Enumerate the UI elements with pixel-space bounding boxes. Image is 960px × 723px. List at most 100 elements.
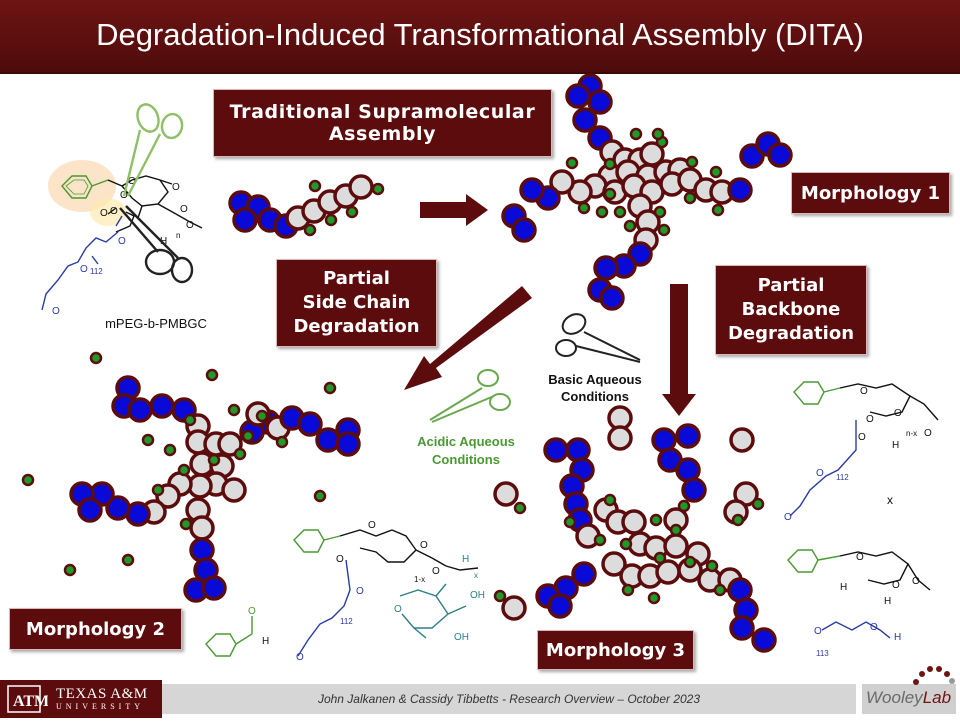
svg-text:H: H [462,554,469,565]
svg-text:H: H [262,636,269,647]
university-name: TEXAS A&M [56,686,148,702]
green-bead [595,205,609,219]
svg-text:H: H [892,440,899,451]
svg-text:O: O [180,204,188,215]
svg-text:O: O [894,408,902,419]
green-bead [371,182,385,196]
blue-bead [189,537,215,563]
svg-text:n-x: n-x [906,429,917,438]
green-bead [619,537,633,551]
green-bead [563,515,577,529]
blue-bead [751,627,777,653]
green-bead [603,493,617,507]
green-bead [493,589,507,603]
green-bead [649,513,663,527]
university-logo: ATM [0,680,162,718]
svg-text:H: H [894,632,901,643]
svg-text:H: H [160,236,167,247]
green-bead [657,223,671,237]
blue-bead [543,437,569,463]
svg-text:O: O [394,604,402,615]
svg-text:O: O [186,220,194,231]
blue-bead [297,411,323,437]
gray-bead [601,551,627,577]
lab-logo-dots [913,666,955,685]
forceps-icon [119,103,194,284]
green-bead [731,513,745,527]
arrow-down-icon [662,284,696,416]
svg-text:1-x: 1-x [414,575,425,584]
blue-bead [572,107,598,133]
title-bar [0,0,960,74]
gray-bead [607,425,633,451]
blue-bead [729,615,755,641]
blue-bead [599,285,625,311]
green-bead [323,381,337,395]
green-bead [709,165,723,179]
blue-bead [767,142,793,168]
green-bead [751,497,765,511]
green-bead [603,187,617,201]
svg-text:O: O [172,182,180,193]
svg-text:O: O [336,554,344,565]
svg-text:O: O [110,206,118,217]
polymer-name-label: mPEG-b-PMBGC [105,316,207,331]
svg-text:O: O [866,414,874,425]
green-bead [227,403,241,417]
blue-bead [593,255,619,281]
gray-bead [221,477,247,503]
svg-text:O: O [296,652,304,663]
svg-text:112: 112 [90,267,103,276]
gray-bead [493,481,519,507]
blue-bead [127,397,153,423]
degraded-polymer-labels: O O O O 1-x O 112 O H x OH OH O [296,520,485,663]
gray-bead [729,427,755,453]
green-bead [179,517,193,531]
blue-bead [77,497,103,523]
svg-text:O: O [784,512,792,523]
green-bead [151,483,165,497]
svg-text:O: O [858,432,866,443]
svg-text:O: O [814,626,822,637]
blue-bead [571,561,597,587]
svg-text:H: H [884,596,891,607]
green-bead [308,179,322,193]
green-bead [513,501,527,515]
gray-bead [663,533,689,559]
footer-citation: John Jalkanen & Cassidy Tibbetts - Resea… [317,692,701,706]
green-bead [275,435,289,449]
green-bead [324,213,338,227]
svg-text:O: O [816,468,824,479]
svg-text:O: O [860,386,868,397]
slide-title: Degradation-Induced Transformational Ass… [96,17,864,52]
green-bead [651,127,665,141]
svg-text:x: x [474,571,478,580]
blue-bead [675,423,701,449]
side-chain-degradation-box: Partial Side Chain Degradation [276,259,437,347]
blue-bead [547,593,573,619]
green-bead [21,473,35,487]
svg-text:O: O [432,566,440,577]
arrow-diagonal-icon [404,286,532,390]
morphology-1-box: Morphology 1 [791,172,950,214]
gray-bead [217,431,243,457]
green-bead [163,443,177,457]
green-bead [621,583,635,597]
highlight-glow [48,160,126,226]
green-bead [255,409,269,423]
blue-bead [201,575,227,601]
green-bead [713,583,727,597]
green-bead [623,219,637,233]
morphology-3-box: Morphology 3 [537,630,694,670]
green-bead [603,157,617,171]
svg-text:O: O [118,236,126,247]
acidic-conditions-label: Acidic Aqueous Conditions [417,434,515,467]
green-bead [669,523,683,537]
svg-text:ATM: ATM [13,693,48,710]
blue-bead [335,431,361,457]
blue-bead [105,495,131,521]
green-bead [233,447,247,461]
blue-bead [565,437,591,463]
green-bead [677,499,691,513]
